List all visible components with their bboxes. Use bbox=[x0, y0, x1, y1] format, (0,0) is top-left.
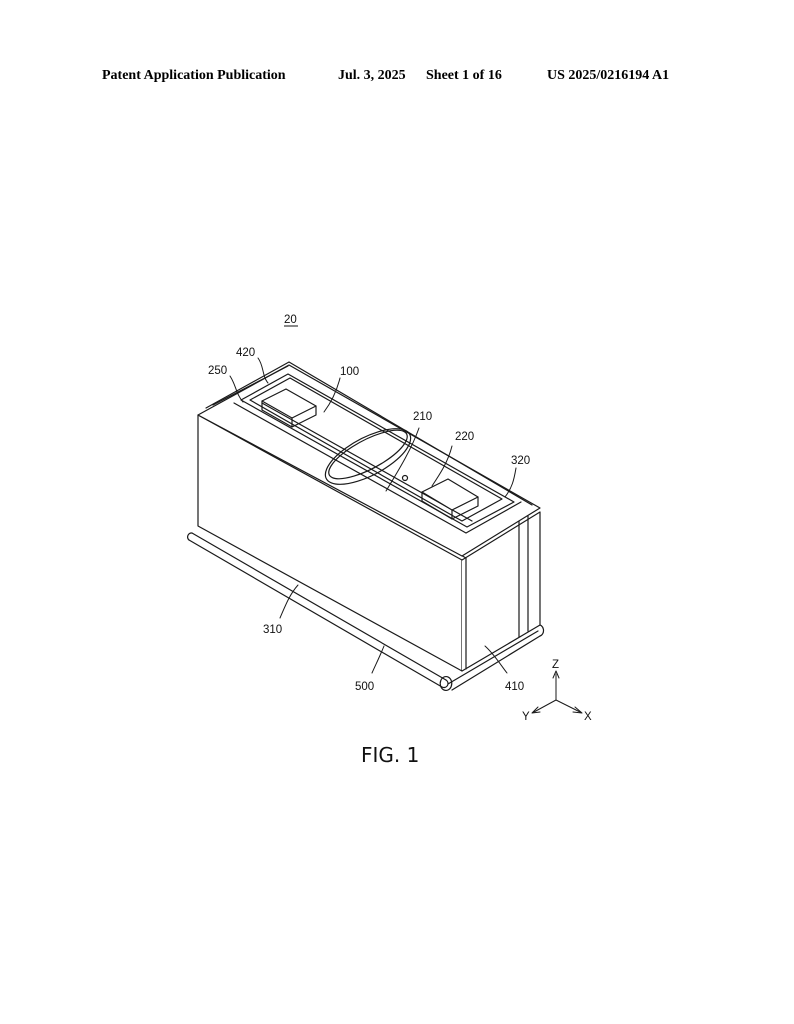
axis-z-label: Z bbox=[552, 659, 559, 671]
ref-500: 500 bbox=[355, 681, 374, 693]
ref-410: 410 bbox=[505, 681, 524, 693]
end-plate bbox=[461, 511, 541, 672]
publication-label: Patent Application Publication bbox=[102, 68, 286, 83]
electrode-terminal-left bbox=[261, 388, 317, 428]
ref-320: 320 bbox=[511, 455, 530, 467]
electrode-terminal-right bbox=[421, 478, 479, 520]
ref-420: 420 bbox=[236, 347, 255, 359]
patent-number: US 2025/0216194 A1 bbox=[547, 68, 670, 83]
ref-250: 250 bbox=[208, 365, 227, 377]
leader-lines bbox=[229, 357, 517, 674]
publication-date: Jul. 3, 2025 bbox=[338, 68, 406, 83]
ref-310: 310 bbox=[263, 624, 282, 636]
page-header: Patent Application Publication Jul. 3, 2… bbox=[0, 68, 794, 88]
axis-triad bbox=[531, 670, 583, 714]
sheet-number: Sheet 1 of 16 bbox=[426, 68, 502, 83]
ref-100: 100 bbox=[340, 366, 359, 378]
axis-x-label: X bbox=[584, 711, 592, 723]
axis-y-label: Y bbox=[522, 711, 530, 723]
figure-caption: FIG. 1 bbox=[361, 743, 419, 767]
ref-220: 220 bbox=[455, 431, 474, 443]
assembly-ref-label: 20 bbox=[284, 314, 297, 326]
ref-210: 210 bbox=[413, 411, 432, 423]
